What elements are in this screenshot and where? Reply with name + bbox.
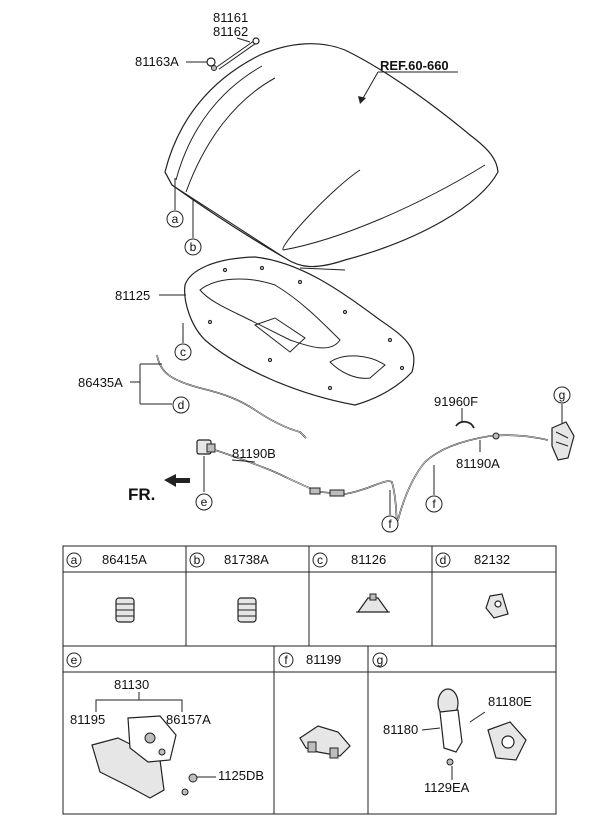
callout-f-left: f bbox=[381, 515, 399, 533]
table-part-1129EA: 1129EA bbox=[424, 780, 470, 795]
label-81161: 81161 bbox=[213, 10, 248, 25]
release-handle-icon bbox=[437, 688, 527, 766]
callout-f-right: f bbox=[425, 495, 443, 513]
svg-text:b: b bbox=[194, 553, 201, 567]
table-part-82132: 82132 bbox=[474, 552, 510, 567]
callout-g: g bbox=[553, 386, 571, 404]
hood-lift-strut bbox=[216, 37, 260, 70]
callout-circles: a b c d e f f g bbox=[166, 210, 571, 533]
table-cell-d: d 82132 bbox=[435, 552, 510, 619]
part-labels: 81161 81162 81163A REF.60-660 81125 8643… bbox=[78, 10, 500, 504]
strut-clip-81163A bbox=[206, 57, 217, 71]
svg-text:e: e bbox=[201, 495, 208, 509]
label-81125: 81125 bbox=[115, 288, 150, 303]
cable-clip-91960F bbox=[455, 420, 475, 429]
table-part-81199: 81199 bbox=[306, 652, 341, 667]
label-81190A: 81190A bbox=[456, 456, 500, 471]
parts-table: a 86415A b 81738A c 81126 bbox=[62, 545, 557, 815]
svg-text:f: f bbox=[388, 517, 392, 531]
label-81162: 81162 bbox=[213, 24, 248, 39]
front-direction-arrow bbox=[164, 474, 190, 487]
table-part-81126: 81126 bbox=[351, 552, 386, 567]
hood-panel bbox=[164, 43, 499, 271]
table-cell-a: a 86415A bbox=[66, 552, 147, 623]
hood-release-cable bbox=[196, 421, 575, 521]
label-91960F: 91960F bbox=[434, 394, 478, 409]
table-cell-f: f 81199 bbox=[278, 652, 351, 759]
table-part-81738A: 81738A bbox=[224, 552, 269, 567]
callout-b: b bbox=[184, 238, 202, 256]
callout-a: a bbox=[166, 210, 184, 228]
table-cell-c: c 81126 bbox=[312, 552, 390, 613]
svg-text:c: c bbox=[180, 345, 186, 359]
fastener-icon bbox=[485, 593, 509, 619]
label-81190B: 81190B bbox=[232, 446, 276, 461]
label-front: FR. bbox=[128, 485, 155, 504]
callout-c: c bbox=[174, 343, 192, 361]
table-cell-b: b 81738A bbox=[189, 552, 269, 623]
svg-text:f: f bbox=[284, 653, 288, 667]
svg-text:e: e bbox=[71, 653, 78, 667]
table-part-81180E: 81180E bbox=[488, 694, 532, 709]
svg-text:a: a bbox=[172, 212, 179, 226]
table-part-81180: 81180 bbox=[383, 722, 418, 737]
label-86435A: 86435A bbox=[78, 375, 123, 390]
leader-lines bbox=[130, 37, 563, 515]
svg-text:d: d bbox=[440, 553, 447, 567]
table-cell-e: e 81130 81195 86157A 1125DB bbox=[66, 652, 264, 799]
callout-e: e bbox=[195, 493, 213, 511]
hood-insulator-pad bbox=[184, 256, 415, 406]
hood-weatherstrip bbox=[156, 354, 307, 439]
hood-latch-icon bbox=[91, 715, 198, 799]
table-cell-g: g 81180E 81180 1129EA bbox=[372, 652, 532, 795]
svg-text:c: c bbox=[317, 553, 323, 567]
svg-text:a: a bbox=[71, 553, 78, 567]
bumper-icon bbox=[237, 597, 257, 623]
table-part-1125DB: 1125DB bbox=[218, 768, 264, 783]
svg-text:f: f bbox=[432, 497, 436, 511]
table-part-81130: 81130 bbox=[114, 677, 149, 692]
svg-text:g: g bbox=[377, 653, 384, 667]
cable-clamp-icon bbox=[299, 725, 351, 759]
table-part-81195: 81195 bbox=[70, 712, 105, 727]
svg-text:d: d bbox=[178, 398, 185, 412]
svg-text:g: g bbox=[559, 388, 566, 402]
table-part-86415A: 86415A bbox=[102, 552, 147, 567]
table-part-86157A: 86157A bbox=[166, 712, 211, 727]
svg-text:b: b bbox=[190, 240, 197, 254]
grommet-icon bbox=[115, 597, 135, 623]
callout-d: d bbox=[172, 396, 190, 414]
clip-icon bbox=[356, 593, 390, 613]
label-81163A: 81163A bbox=[135, 54, 179, 69]
label-ref-60-660: REF.60-660 bbox=[380, 58, 449, 73]
